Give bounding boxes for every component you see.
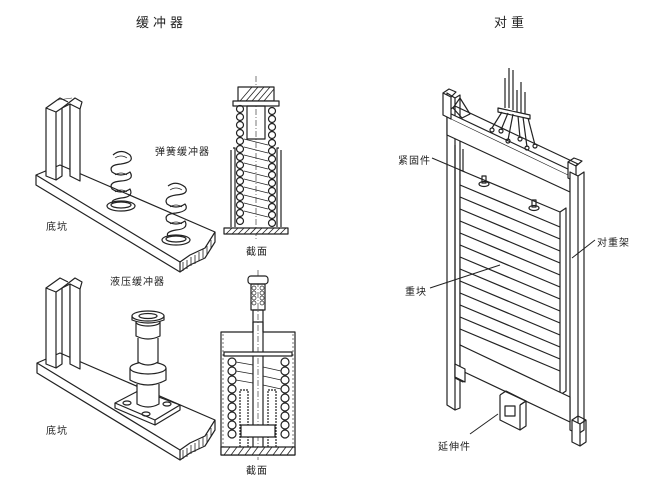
frame-right-upright [569, 171, 579, 435]
leader-lines [429, 157, 596, 435]
label-pit-bottom: 底坑 [46, 426, 68, 437]
spring-coil-section-right [267, 106, 277, 228]
spring-coil-1 [106, 150, 136, 212]
hydraulic-buffer-illustration [36, 277, 216, 461]
hydraulic-cylinder [136, 384, 160, 408]
hydraulic-spring-section [227, 357, 290, 439]
pit-base-plate-top [35, 164, 216, 263]
frame-bottom-beam [459, 344, 571, 423]
label-section-bottom: 截面 [246, 466, 268, 477]
label-hydraulic-buffer: 液压缓冲器 [110, 277, 165, 288]
fastener-bolts [478, 175, 540, 212]
title-buffer: 缓冲器 [136, 16, 188, 31]
counterweight-illustration [442, 68, 587, 447]
title-counterweight: 对重 [494, 16, 529, 31]
spring-coil-2 [161, 182, 191, 246]
label-fastener: 紧固件 [398, 156, 431, 167]
label-extension: 延伸件 [438, 442, 471, 453]
weight-blocks [459, 169, 567, 396]
rope-hitch [489, 68, 538, 151]
extension-piece [499, 390, 527, 431]
frame-left-upright [446, 92, 456, 411]
hydraulic-buffer-section [220, 270, 296, 460]
guide-rail [45, 97, 83, 182]
label-section-top: 截面 [246, 247, 268, 258]
spring-buffer-section [223, 76, 289, 240]
spring-coil-section-left [235, 104, 245, 226]
spring-buffer-illustration [35, 97, 216, 273]
label-spring-buffer: 弹簧缓冲器 [155, 147, 210, 158]
guide-rail [45, 277, 83, 370]
label-weight-block: 重块 [405, 287, 427, 298]
label-pit-top: 底坑 [46, 222, 68, 233]
label-counterweight-frame: 对重架 [597, 238, 630, 249]
